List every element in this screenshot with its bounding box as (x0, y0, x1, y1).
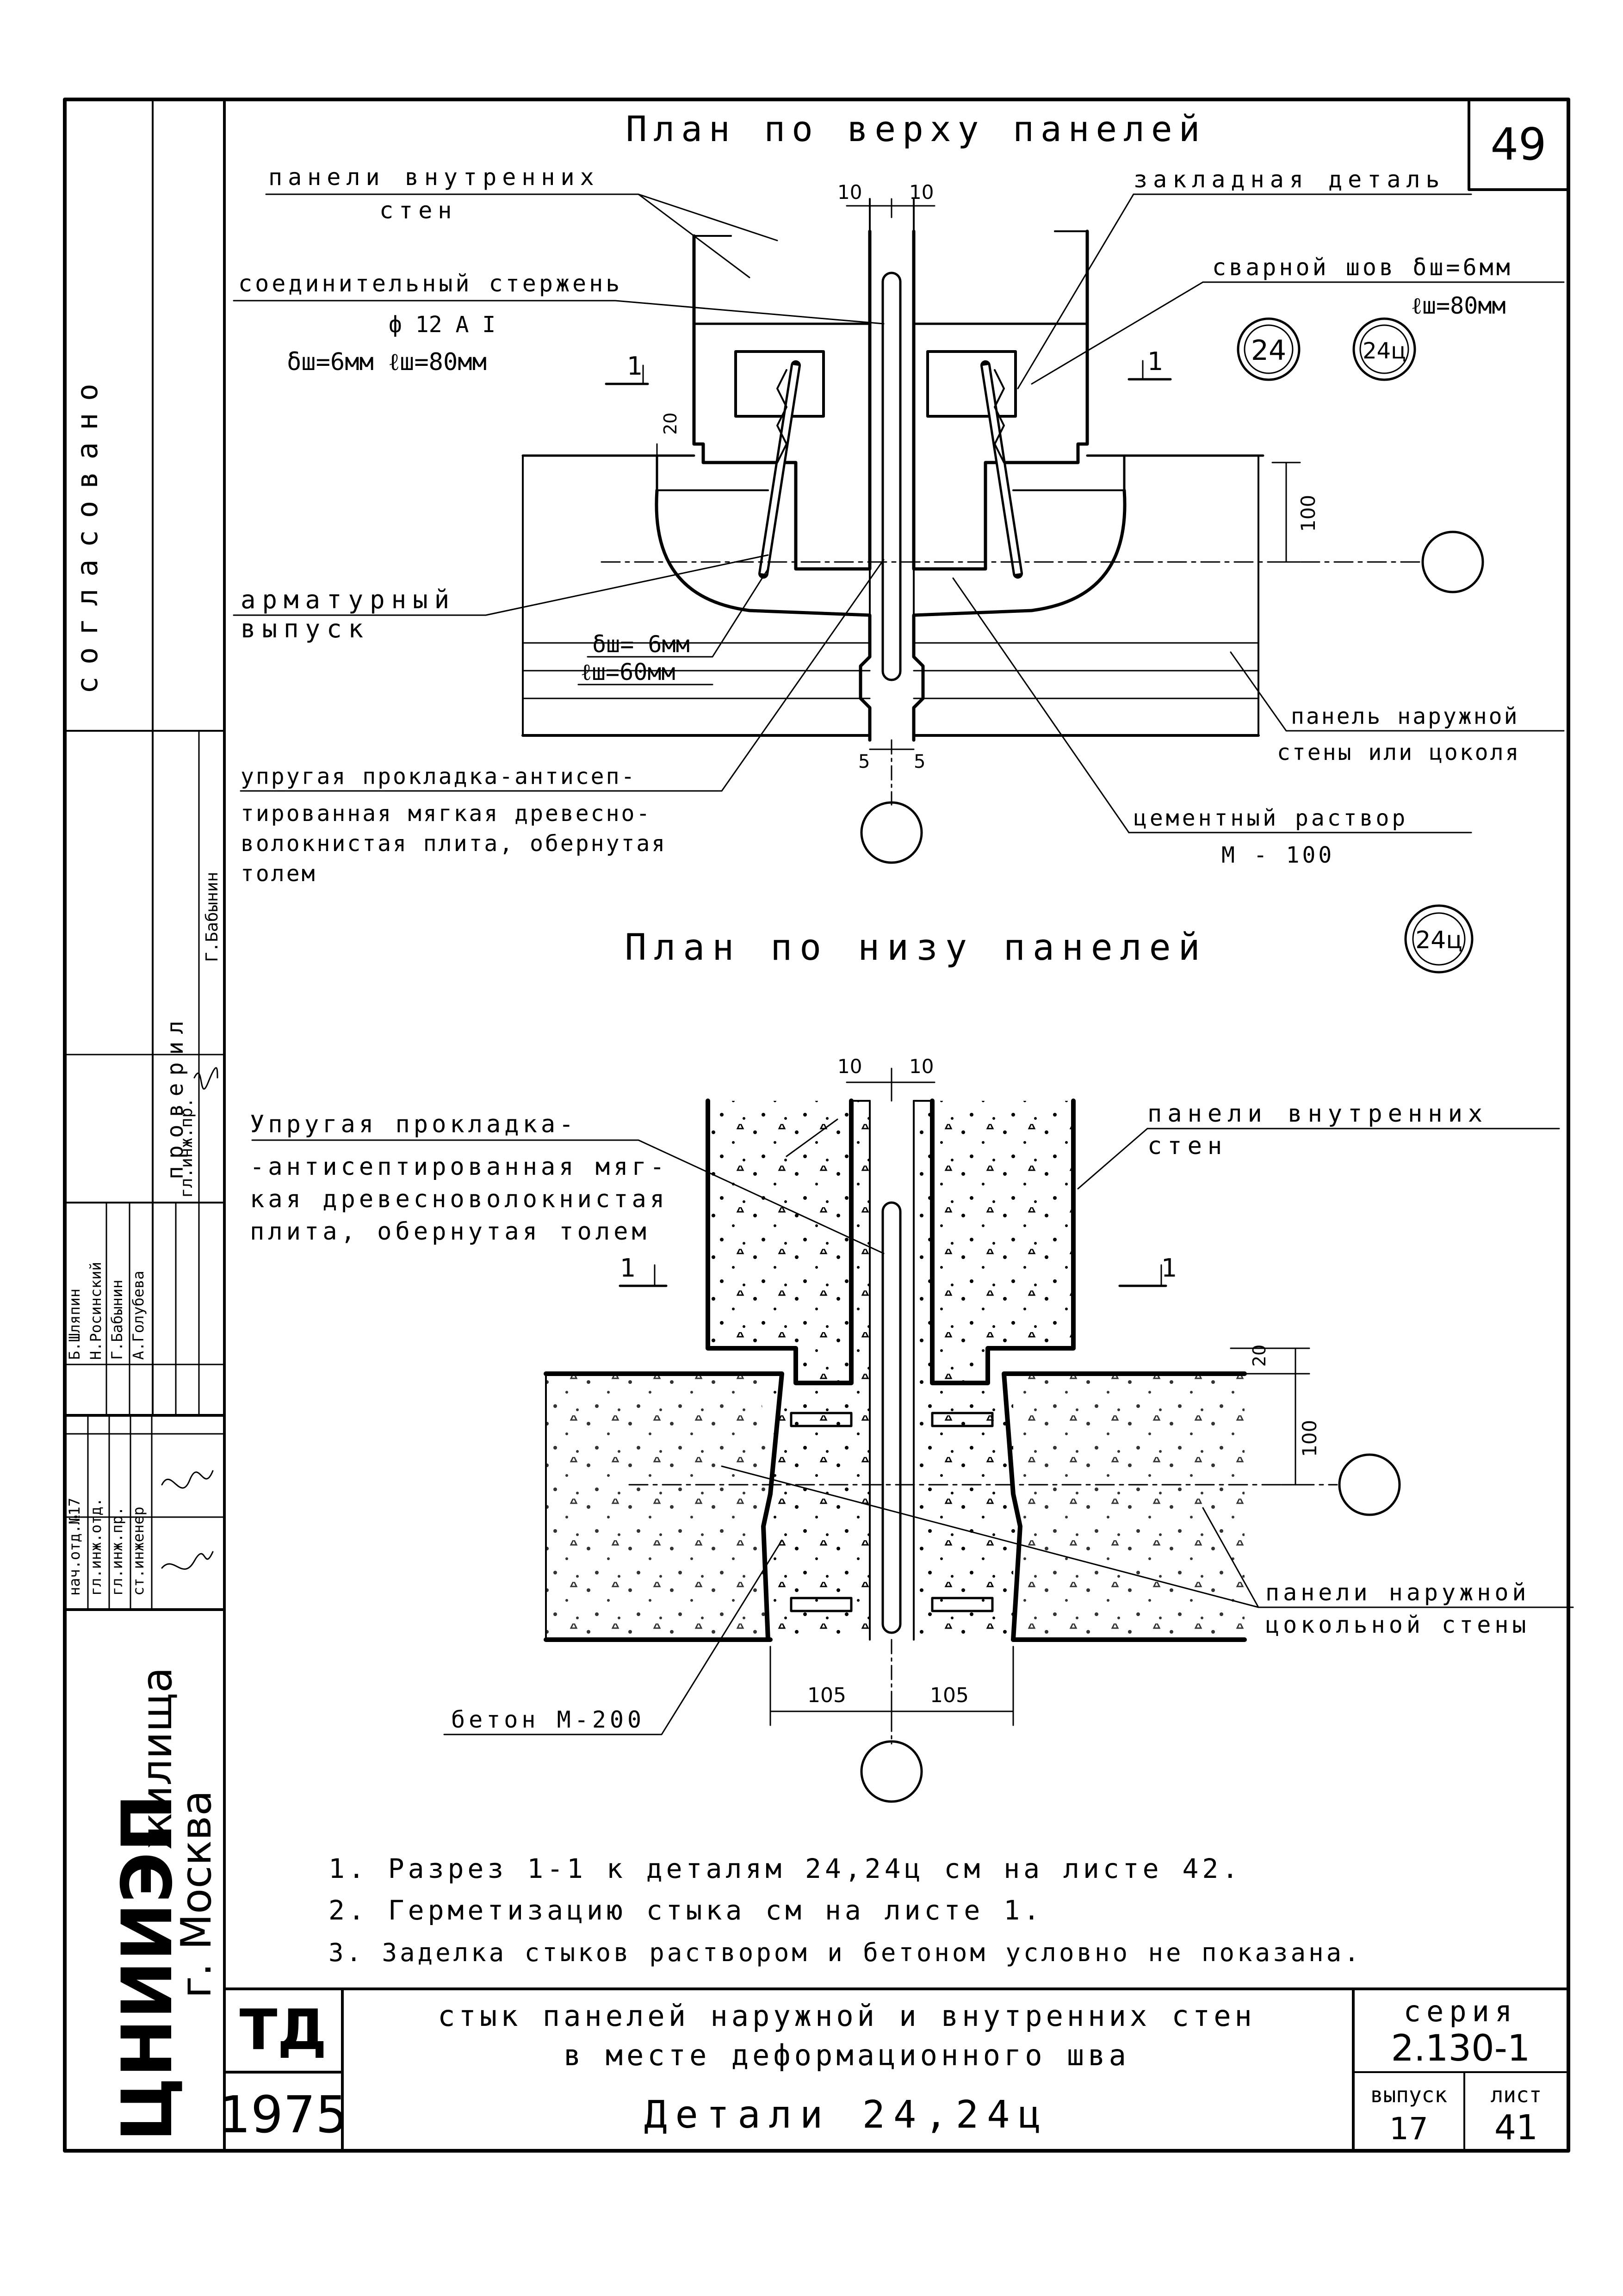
bottom-dim-100: 100 (1298, 1420, 1321, 1457)
bottom-inner-panels-1: панели внутренних (1147, 1100, 1488, 1128)
bottom-gasket-4: плита, обернутая толем (250, 1218, 650, 1246)
bottom-dim-20: 20 (1249, 1345, 1270, 1367)
signature-3 (193, 1067, 218, 1090)
top-section-right: 1 (1147, 347, 1163, 376)
td-mark: ТД (240, 1998, 327, 2062)
bottom-inner-panels-2: стен (1147, 1132, 1227, 1160)
sheet-number: 49 (1491, 119, 1547, 170)
org-suffix: жилища (133, 1667, 181, 1850)
top-mark-24: 24 (1251, 334, 1286, 367)
series-label: серия (1404, 1994, 1518, 2028)
bottom-section-left: 1 (620, 1253, 636, 1283)
sheet-number-box (1468, 98, 1570, 191)
top-embedded-part: закладная деталь (1134, 166, 1445, 193)
role-2: гл.инж.отд. (87, 1498, 105, 1596)
top-axis-bubble-right (1421, 531, 1484, 593)
note-1: 1. Разрез 1-1 к деталям 24,24ц см на лис… (328, 1853, 1242, 1884)
bottom-dim-105-right: 105 (930, 1684, 969, 1707)
note-2: 2. Герметизацию стыка см на листе 1. (328, 1895, 1043, 1926)
top-weld-small-2: ℓш=60мм (581, 659, 675, 685)
top-rod-1: соединительный стержень (238, 270, 622, 297)
bottom-mark-circle-inner (1412, 912, 1466, 966)
desc-line-2: в месте деформационного шва (564, 2038, 1130, 2072)
sheet-value: 41 (1494, 2108, 1538, 2148)
signature-2 (161, 1551, 214, 1570)
bottom-dim-10-right: 10 (909, 1055, 934, 1078)
top-gasket-4: толем (241, 861, 317, 887)
note-3: 3. Заделка стыков раствором и бетоном ус… (328, 1938, 1362, 1967)
top-plan-title: План по верху панелей (626, 108, 1207, 149)
bottom-gasket-1: Упругая прокладка- (250, 1111, 577, 1138)
outer-frame (63, 98, 1570, 2153)
bottom-mark-circle (1404, 904, 1474, 974)
top-dim-10-left: 10 (837, 181, 862, 204)
top-section-left: 1 (627, 352, 643, 381)
top-dim-20: 20 (660, 413, 681, 435)
bottom-plan-geometry (251, 1068, 1574, 1803)
name-3: Г.Бабынин (108, 1280, 126, 1360)
top-rod-2: ф 12 А I (389, 312, 496, 338)
desc-line-3: Детали 24,24ц (644, 2093, 1049, 2137)
role-1: нач.отд.№17 (66, 1498, 83, 1596)
top-rebar-1: арматурный (241, 585, 456, 614)
top-gasket-1: упругая прокладка-антисеп- (241, 764, 636, 790)
sheet-label: лист (1491, 2082, 1542, 2107)
bottom-axis-bubble-bottom (860, 1740, 923, 1803)
year: 1975 (218, 2085, 348, 2144)
top-plan-geometry (233, 193, 1565, 864)
bottom-gasket-3: кая древесноволокнистая (250, 1185, 668, 1213)
bottom-axis-bubble-right (1338, 1453, 1401, 1516)
series-value: 2.130-1 (1391, 2028, 1530, 2069)
top-rebar-2: выпуск (241, 614, 370, 643)
top-rod-weld: δш=6мм ℓш=80мм (287, 348, 487, 376)
bottom-gasket-2: -антисептированная мяг- (250, 1153, 668, 1181)
top-mortar-1: цементный раствор (1134, 805, 1408, 831)
desc-line-1: стык панелей наружной и внутренних стен (438, 1999, 1256, 2033)
checked-label: проверил (162, 1013, 188, 1179)
top-gasket-3: волокнистая плита, обернутая (241, 831, 667, 857)
issue-value: 17 (1389, 2111, 1428, 2147)
name-4: А.Голубева (130, 1271, 147, 1360)
signature-1 (161, 1470, 214, 1489)
top-gasket-2: тированная мягкая древесно- (241, 801, 651, 827)
top-mortar-2: М - 100 (1221, 842, 1334, 868)
issue-label: выпуск (1370, 2082, 1447, 2107)
agreed-label: согласовано (70, 371, 104, 694)
top-weld-small-1: δш= 6мм (592, 631, 690, 658)
bottom-plan-title: План по низу панелей (625, 927, 1207, 969)
role-3: гл.инж.пр. (108, 1506, 126, 1596)
top-weld-1: сварной шов δш=6мм (1212, 254, 1513, 281)
top-inner-panels-2: стен (379, 197, 457, 224)
top-dim-5-right: 5 (914, 751, 925, 772)
checked-name: Г.Бабынин (203, 872, 222, 962)
checked-role: гл.инж.пр. (177, 1098, 196, 1198)
name-2: Н.Росинский (87, 1262, 105, 1360)
top-dim-5-left: 5 (858, 751, 870, 772)
role-4: ст.инженер (130, 1506, 147, 1596)
bottom-concrete: бетон М-200 (451, 1706, 645, 1733)
top-mark-24c: 24ц (1363, 338, 1406, 364)
top-outer-panel-1: панель наружной (1291, 704, 1519, 729)
bottom-dim-105-left: 105 (807, 1684, 846, 1707)
bottom-dim-10-left: 10 (837, 1055, 862, 1078)
top-outer-panel-2: стены или цоколя (1277, 740, 1520, 765)
bottom-section-right: 1 (1161, 1253, 1177, 1283)
name-1: Б.Шляпин (66, 1289, 83, 1360)
top-dim-100: 100 (1297, 495, 1319, 532)
bottom-outer-panels-2: цокольной стены (1265, 1611, 1530, 1638)
top-inner-panels-1: панели внутренних (268, 164, 600, 191)
top-weld-2: ℓш=80мм (1411, 292, 1506, 319)
bottom-mark: 24ц (1415, 926, 1462, 954)
bottom-outer-panels-1: панели наружной (1265, 1579, 1530, 1606)
top-dim-10-right: 10 (909, 181, 934, 204)
city-name: г. Москва (172, 1790, 221, 1998)
org-name: ЦНИИЭП (107, 1794, 188, 2142)
top-axis-bubble-bottom (860, 801, 923, 864)
